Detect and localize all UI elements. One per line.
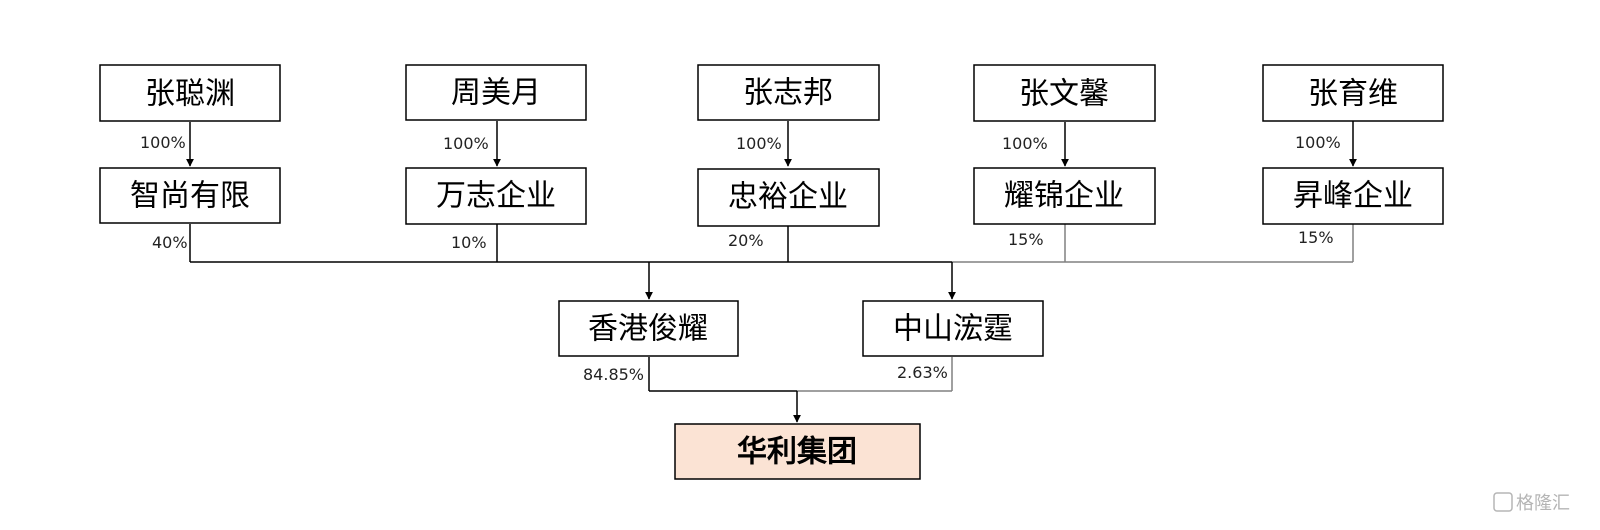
owner-label-2: 周美月 bbox=[451, 76, 541, 111]
owner-boxes: 张聪渊 周美月 张志邦 张文馨 张育维 bbox=[99, 64, 1444, 122]
holdco-label-3: 忠裕企业 bbox=[728, 180, 848, 215]
connectors bbox=[186, 121, 1357, 423]
holdco-boxes: 智尚有限 万志企业 忠裕企业 耀锦企业 昇峰企业 bbox=[99, 167, 1444, 227]
owner-box-5: 张育维 bbox=[1262, 64, 1444, 122]
holdco-stake-4: 15% bbox=[1008, 230, 1044, 249]
owner-label-4: 张文馨 bbox=[1019, 77, 1109, 112]
owner-label-3: 张志邦 bbox=[743, 76, 833, 111]
owner-label-5: 张育维 bbox=[1308, 77, 1398, 112]
owner-stake-4: 100% bbox=[1002, 134, 1048, 153]
intermediate-box-2: 中山浤霆 bbox=[862, 300, 1044, 357]
holdco-label-1: 智尚有限 bbox=[130, 179, 250, 214]
holdco-box-3: 忠裕企业 bbox=[697, 168, 880, 227]
intermediate-label-1: 香港俊耀 bbox=[588, 312, 708, 347]
target-box: 华利集团 bbox=[674, 423, 921, 480]
watermark-text: 格隆汇 bbox=[1516, 493, 1570, 514]
intermediate-label-2: 中山浤霆 bbox=[893, 312, 1013, 347]
holdco-label-4: 耀锦企业 bbox=[1004, 179, 1124, 214]
holdco-box-1: 智尚有限 bbox=[99, 167, 281, 224]
target-label: 华利集团 bbox=[737, 435, 857, 470]
target-box-fill bbox=[674, 423, 921, 480]
owner-box-2: 周美月 bbox=[405, 64, 587, 121]
intermediate-boxes: 香港俊耀 中山浤霆 bbox=[558, 300, 1044, 357]
watermark-logo-icon bbox=[1493, 492, 1513, 512]
owner-box-3: 张志邦 bbox=[697, 64, 880, 121]
holdco-box-5: 昇峰企业 bbox=[1262, 167, 1444, 225]
owner-stake-2: 100% bbox=[443, 134, 489, 153]
watermark: 格隆汇 bbox=[1493, 492, 1570, 514]
owner-stake-1: 100% bbox=[140, 133, 186, 152]
intermediate-stake-2: 2.63% bbox=[897, 363, 948, 382]
owner-stake-3: 100% bbox=[736, 134, 782, 153]
owner-label-1: 张聪渊 bbox=[145, 77, 235, 112]
holdco-stake-2: 10% bbox=[451, 233, 487, 252]
owner-box-4: 张文馨 bbox=[973, 64, 1156, 122]
holdco-label-2: 万志企业 bbox=[436, 179, 556, 214]
intermediate-stake-1: 84.85% bbox=[583, 365, 644, 384]
holdco-box-2: 万志企业 bbox=[405, 167, 587, 225]
intermediate-box-1: 香港俊耀 bbox=[558, 300, 739, 357]
owner-stake-5: 100% bbox=[1295, 133, 1341, 152]
holdco-box-4: 耀锦企业 bbox=[973, 167, 1156, 225]
holdco-label-5: 昇峰企业 bbox=[1293, 179, 1413, 214]
stake-labels: 100% 100% 100% 100% 100% 40% 10% 20% 15%… bbox=[140, 133, 1341, 384]
holdco-stake-1: 40% bbox=[152, 233, 188, 252]
holdco-stake-3: 20% bbox=[728, 231, 764, 250]
holdco-stake-5: 15% bbox=[1298, 228, 1334, 247]
owner-box-1: 张聪渊 bbox=[99, 64, 281, 122]
